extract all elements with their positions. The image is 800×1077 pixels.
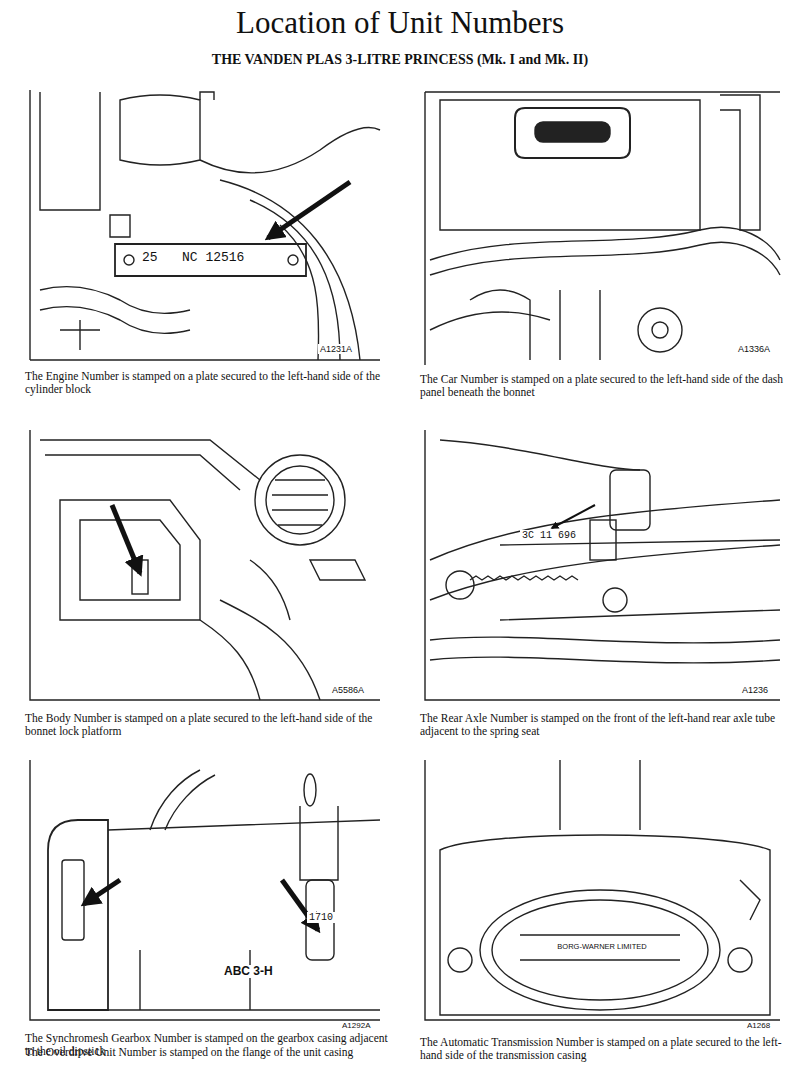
stamped-number: 3C 11 696 <box>520 530 578 541</box>
subtitle: THE VANDEN PLAS 3-LITRE PRINCESS (Mk. I … <box>0 52 800 68</box>
engine-illustration <box>30 90 380 360</box>
plate-number: NC 12516 <box>180 251 246 266</box>
caption: The Engine Number is stamped on a plate … <box>25 370 390 396</box>
transmission-illustration <box>425 760 780 1020</box>
figure-code: A1336A <box>736 344 772 354</box>
dash-panel-illustration <box>425 92 780 365</box>
caption: The Automatic Transmission Number is sta… <box>420 1036 785 1062</box>
bonnet-platform-illustration <box>30 430 380 700</box>
figure-code: A1236 <box>740 685 770 695</box>
plate-number: 25 <box>140 251 160 266</box>
page-title: Location of Unit Numbers <box>0 6 800 41</box>
figure-code: A1292A <box>340 1022 372 1031</box>
caption: The Rear Axle Number is stamped on the f… <box>420 712 785 738</box>
caption: The Body Number is stamped on a plate se… <box>25 712 390 738</box>
caption: The Overdrive Unit Number is stamped on … <box>25 1046 390 1059</box>
figure-code: A5586A <box>330 685 366 695</box>
casting-mark: ABC 3-H <box>222 965 275 978</box>
figure-code: A1268 <box>745 1022 772 1031</box>
caption: The Car Number is stamped on a plate sec… <box>420 373 785 399</box>
plate-text: BORG-WARNER LIMITED <box>540 943 664 951</box>
rear-axle-illustration <box>425 430 780 700</box>
tag-number: 1710 <box>307 912 335 923</box>
figure-code: A1231A <box>318 344 354 354</box>
gearbox-illustration <box>30 760 380 1020</box>
